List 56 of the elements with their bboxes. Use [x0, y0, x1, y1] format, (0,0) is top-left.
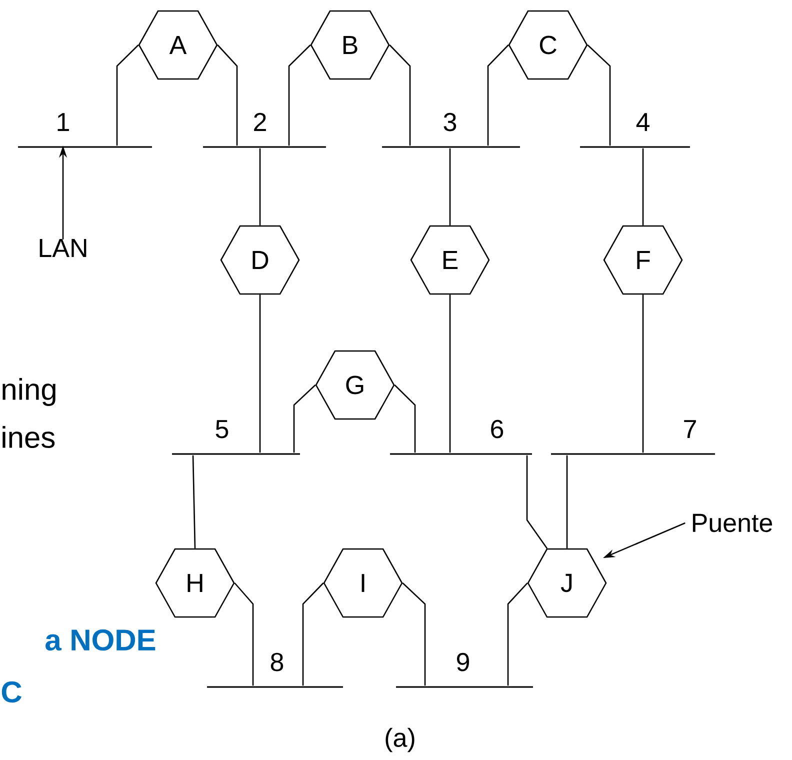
connector-line: [192, 455, 196, 548]
bridge-hexagon: B: [310, 10, 390, 80]
node-label: 9: [457, 652, 470, 672]
connector-line: [642, 148, 644, 226]
bridge-hexagon: H: [155, 548, 235, 618]
slide-text: C: [2, 681, 22, 703]
lan-segment: 9: [396, 652, 533, 688]
node-label: 5: [216, 420, 228, 438]
bridge-hexagon: G: [315, 350, 395, 420]
slide-text: ning: [2, 378, 56, 406]
connector-line: [217, 44, 238, 146]
connector-line: [566, 455, 568, 548]
connector-line: [507, 582, 528, 686]
connector-line: [402, 582, 426, 686]
connector-line: [642, 294, 644, 453]
connector-line: [449, 148, 451, 226]
connector-line: [259, 294, 261, 453]
bridge-hexagon: C: [508, 10, 588, 80]
bridge-hexagon: F: [603, 225, 683, 295]
node-label: 7: [684, 420, 696, 438]
bridge-hexagon: D: [220, 225, 300, 295]
bridge-hexagon: J: [527, 548, 607, 618]
connector-line: [449, 294, 451, 453]
node-label: 3: [444, 112, 456, 132]
callout-text: LAN: [40, 239, 86, 257]
lan-segment: 1: [18, 113, 152, 148]
slide-text: ines: [2, 426, 55, 448]
lan-segment: 4: [580, 113, 690, 148]
connector-line: [293, 384, 316, 453]
connector-line: [288, 44, 311, 146]
bridge-hexagon: A: [138, 10, 218, 80]
lan-segment: 3: [382, 112, 520, 148]
connector-line: [394, 384, 416, 453]
lan-segment: 6: [390, 420, 532, 455]
node-label: 6: [491, 420, 504, 438]
lan-segment: 5: [172, 420, 300, 455]
connector-line: [487, 44, 509, 146]
node-label: 2: [254, 112, 266, 131]
lan-segment: 8: [207, 652, 343, 688]
caption: (a): [386, 728, 414, 752]
connector-line: [116, 44, 139, 146]
node-label: 8: [270, 652, 284, 672]
connector-line: [302, 582, 324, 686]
connector-line: [234, 582, 254, 686]
bridge-hexagon: E: [410, 225, 490, 295]
node-label: 1: [58, 113, 69, 131]
slide-text: a NODE: [46, 629, 156, 651]
lan-segment: 2: [203, 112, 326, 148]
callout-text: Puente: [692, 514, 772, 532]
connector-line: [389, 44, 411, 146]
connector-line: [587, 44, 611, 146]
lan-segment: 7: [551, 420, 715, 455]
bridge-hexagon: I: [323, 548, 403, 618]
node-label: 4: [636, 113, 650, 131]
connector-line: [259, 148, 261, 226]
connector-line: [526, 455, 548, 549]
